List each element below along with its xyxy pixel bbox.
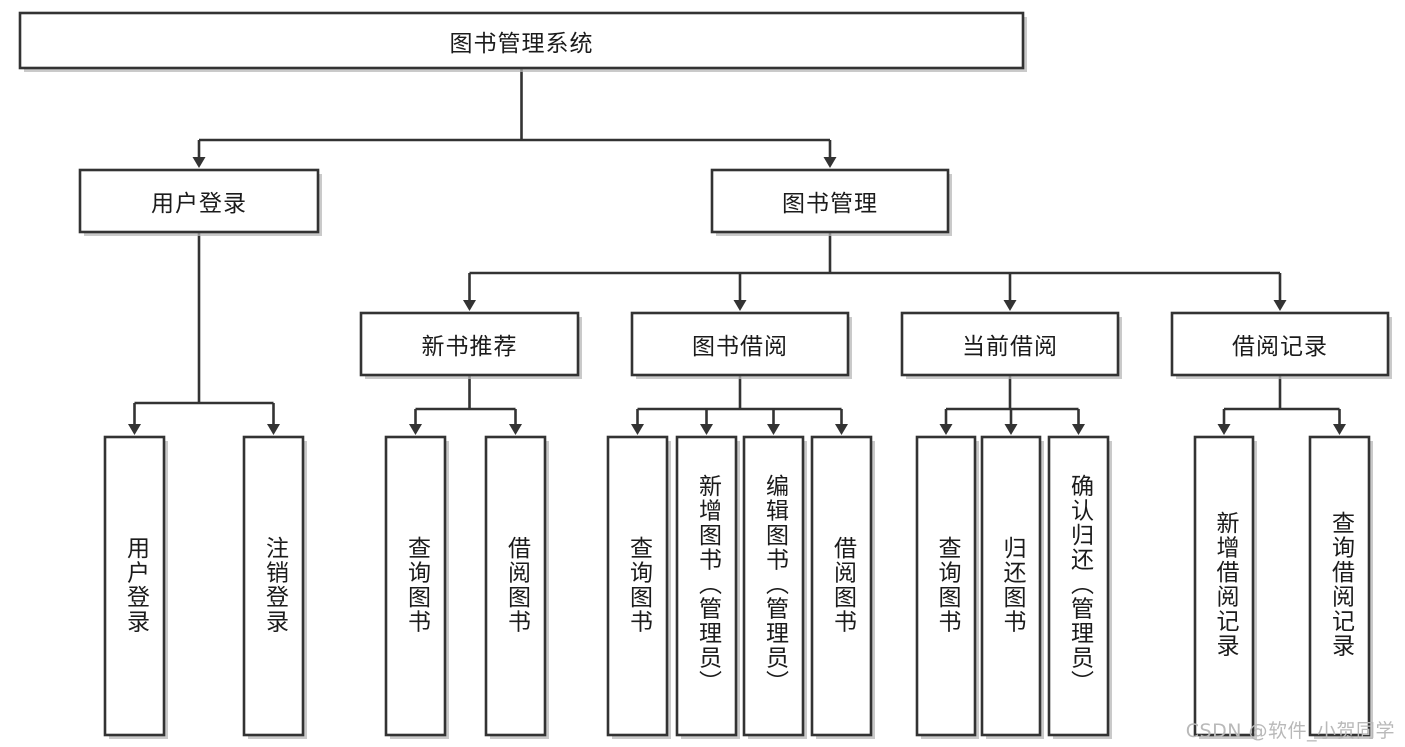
node-borrow-leaf-0[interactable]	[606, 435, 669, 737]
node-current-leaf-0[interactable]	[915, 435, 977, 737]
node-current-leaf-1[interactable]	[980, 435, 1042, 737]
node-level2-1[interactable]	[710, 168, 950, 234]
node-level3-1[interactable]	[630, 311, 850, 377]
node-root[interactable]	[18, 11, 1025, 70]
edge-layer	[128, 68, 1346, 435]
node-borrow-leaf-3[interactable]	[810, 435, 873, 737]
node-level3-3[interactable]	[1170, 311, 1390, 377]
node-newbook-leaf-1[interactable]	[484, 435, 547, 737]
node-current-leaf-2[interactable]	[1047, 435, 1110, 737]
node-level2-0[interactable]	[78, 168, 320, 234]
node-records-leaf-1[interactable]	[1308, 435, 1371, 737]
box-layer	[18, 11, 1392, 739]
node-login-leaf-1[interactable]	[242, 435, 305, 737]
node-login-leaf-0[interactable]	[103, 435, 166, 737]
node-records-leaf-0[interactable]	[1193, 435, 1255, 737]
node-level3-0[interactable]	[359, 311, 580, 377]
node-borrow-leaf-1[interactable]	[675, 435, 738, 737]
watermark: CSDN @软件_小贺同学	[1185, 720, 1395, 742]
node-newbook-leaf-0[interactable]	[384, 435, 447, 737]
node-level3-2[interactable]	[900, 311, 1120, 377]
node-borrow-leaf-2[interactable]	[742, 435, 805, 737]
